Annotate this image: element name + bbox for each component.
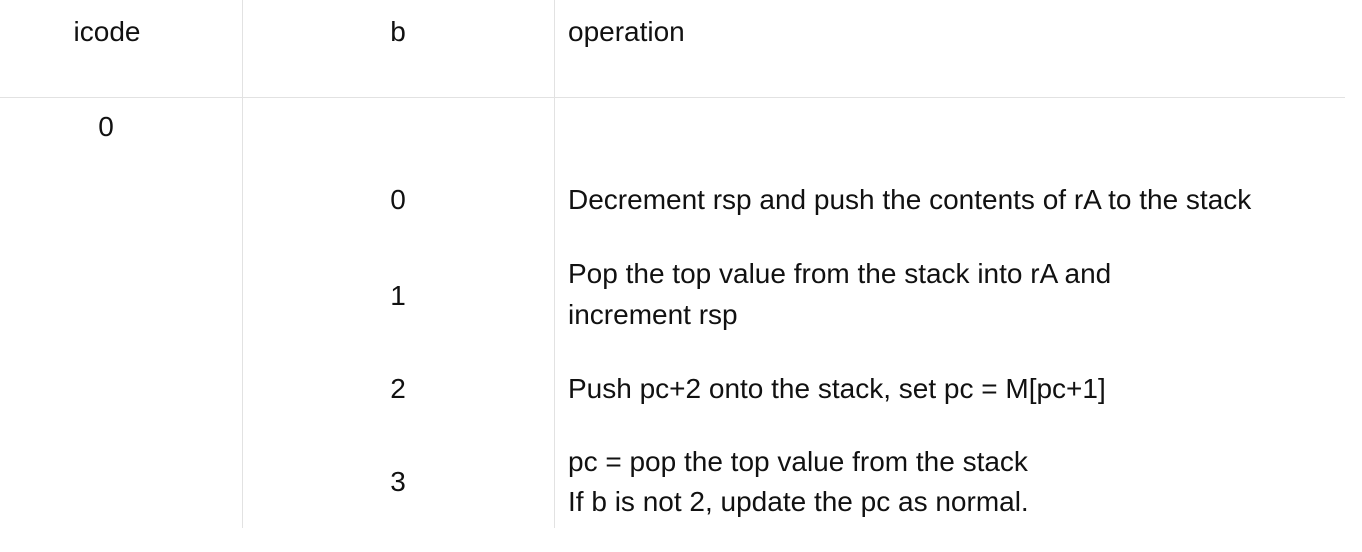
header-icode: icode bbox=[73, 16, 141, 47]
header-divider bbox=[0, 97, 1345, 98]
header-b: b bbox=[390, 16, 406, 47]
b-value: 2 bbox=[390, 373, 406, 404]
operation-text-line-2: If b is not 2, update the pc as normal. bbox=[568, 486, 1029, 517]
header-operation: operation bbox=[568, 16, 685, 47]
operation-text-line-1: Pop the top value from the stack into rA… bbox=[568, 258, 1112, 289]
icode-value: 0 bbox=[98, 111, 114, 142]
operation-text-line-2: increment rsp bbox=[568, 299, 738, 330]
b-value: 0 bbox=[390, 184, 406, 215]
operation-text: Decrement rsp and push the contents of r… bbox=[568, 184, 1252, 215]
operation-text-line-1: pc = pop the top value from the stack bbox=[568, 446, 1028, 477]
operation-text: Push pc+2 onto the stack, set pc = M[pc+… bbox=[568, 373, 1106, 404]
b-value: 3 bbox=[390, 466, 406, 497]
b-value: 1 bbox=[390, 280, 406, 311]
column-divider-2 bbox=[554, 0, 555, 528]
column-divider-1 bbox=[242, 0, 243, 528]
